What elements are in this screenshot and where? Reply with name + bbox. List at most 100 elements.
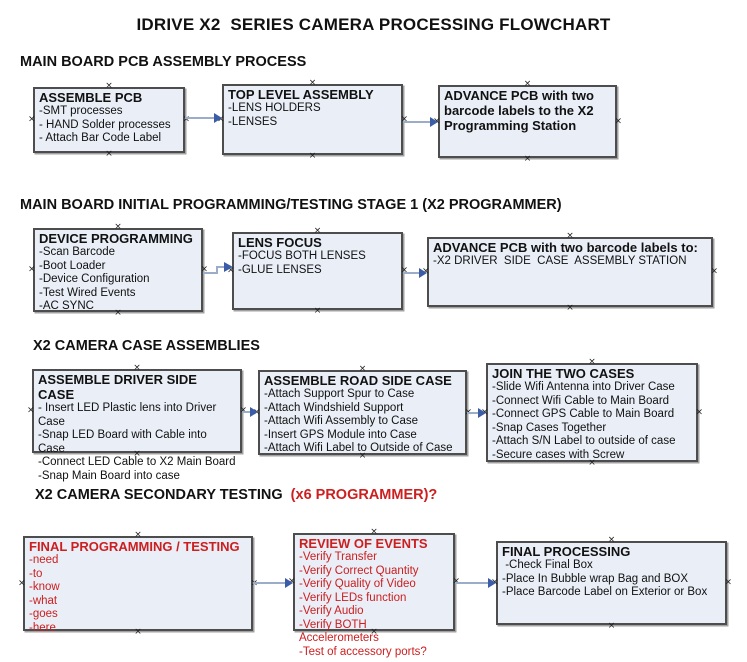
connection-anchor-icon: × xyxy=(28,264,36,275)
arrow-head-icon xyxy=(224,262,233,272)
box-item: -Insert GPS Module into Case xyxy=(264,428,417,441)
box-top-level-assembly: TOP LEVEL ASSEMBLY -LENS HOLDERS -LENSES… xyxy=(217,79,408,161)
section-heading-secondary-testing-black: X2 CAMERA SECONDARY TESTING xyxy=(35,487,291,503)
box-item: -Boot Loader xyxy=(39,259,106,272)
box-assemble-pcb: ASSEMBLE PCB -SMT processes - HAND Solde… xyxy=(28,82,190,159)
box-item: -Verify Transfer xyxy=(299,551,377,563)
box-item: -to xyxy=(29,567,43,580)
box-item: -goes xyxy=(29,608,58,620)
box-item: -Test of accessory ports? xyxy=(299,645,427,658)
box-item: -LENSES xyxy=(228,115,278,128)
box-item: -Verify Correct Quantity xyxy=(299,564,419,577)
box-item: -FOCUS BOTH LENSES xyxy=(238,250,366,262)
flow-arrow xyxy=(403,268,427,278)
box-title: FINAL PROGRAMMING / TESTING xyxy=(29,539,240,554)
box-item: -Attach Support Spur to Case xyxy=(264,388,415,400)
box-item: -need xyxy=(29,554,59,566)
arrow-shaft xyxy=(253,582,287,584)
section-heading-pcb-assembly: MAIN BOARD PCB ASSEMBLY PROCESS xyxy=(20,54,307,70)
box-item: -Scan Barcode xyxy=(39,246,116,258)
arrow-shaft xyxy=(403,272,421,274)
flow-arrow xyxy=(455,578,496,588)
box-item: -LENS HOLDERS xyxy=(228,102,321,114)
box-lens-focus: LENS FOCUS -FOCUS BOTH LENSES -GLUE LENS… xyxy=(227,227,408,316)
box-title: ASSEMBLE ROAD SIDE CASE xyxy=(264,373,452,388)
connection-anchor-icon: × xyxy=(105,149,113,159)
box-title: DEVICE PROGRAMMING xyxy=(39,231,193,246)
box-item: -Slide Wifi Antenna into Driver Case xyxy=(492,381,675,393)
arrow-head-icon xyxy=(285,578,293,588)
connection-anchor-icon: × xyxy=(607,621,616,631)
box-device-programming: DEVICE PROGRAMMING -Scan Barcode -Boot L… xyxy=(28,223,208,318)
box-item: -X2 DRIVER SIDE CASE ASSEMBLY STATION xyxy=(433,255,687,267)
box-title: JOIN THE TWO CASES xyxy=(492,366,635,381)
box-item: -Snap LED Board with Cable into Case xyxy=(38,429,210,455)
flow-arrow xyxy=(242,407,258,417)
box-item: -Connect GPS Cable to Main Board xyxy=(492,408,675,420)
box-title: ASSEMBLE PCB xyxy=(39,90,143,105)
box-item: -SMT processes xyxy=(39,105,123,117)
arrow-head-icon xyxy=(478,408,486,418)
box-item: -Device Configuration xyxy=(39,273,150,285)
box-item: -Connect Wifi Cable to Main Board xyxy=(492,394,670,407)
arrow-shaft xyxy=(242,411,252,413)
box-advance-pcb-driver-side-station: ADVANCE PCB with two barcode labels to: … xyxy=(422,232,718,313)
box-item: - Attach Bar Code Label xyxy=(39,132,162,144)
connection-anchor-icon: × xyxy=(308,151,317,161)
connection-anchor-icon: × xyxy=(710,266,718,277)
connection-anchor-icon: × xyxy=(724,577,732,588)
box-title: ADVANCE PCB with two barcode labels to t… xyxy=(444,88,598,133)
box-item: -Attach Windshield Support xyxy=(264,401,404,414)
box-title: TOP LEVEL ASSEMBLY xyxy=(228,87,374,102)
flow-arrow xyxy=(253,578,293,588)
box-review-of-events: REVIEW OF EVENTS -Verify Transfer -Verif… xyxy=(288,528,460,658)
box-item: -what xyxy=(29,594,58,607)
arrow-head-icon xyxy=(214,113,222,123)
box-item: -Place In Bubble wrap Bag and BOX xyxy=(502,572,689,585)
box-assemble-road-side-case: ASSEMBLE ROAD SIDE CASE -Attach Support … xyxy=(253,365,472,461)
box-item: -Verify LEDs function xyxy=(299,591,407,604)
box-item: -Verify BOTH Accelerometers xyxy=(299,618,379,645)
box-item: -AC SYNC xyxy=(39,300,94,312)
box-item: -Snap Main Board into case xyxy=(38,469,180,482)
page-title: IDRIVE X2 SERIES CAMERA PROCESSING FLOWC… xyxy=(136,15,611,34)
box-title: ASSEMBLE DRIVER SIDE CASE xyxy=(38,372,201,402)
connection-anchor-icon: × xyxy=(313,306,322,316)
box-assemble-driver-side-case: ASSEMBLE DRIVER SIDE CASE - Insert LED P… xyxy=(27,364,247,482)
section-heading-initial-programming: MAIN BOARD INITIAL PROGRAMMING/TESTING S… xyxy=(20,197,562,213)
box-item: -Verify Quality of Video xyxy=(299,578,416,590)
box-final-programming-testing: FINAL PROGRAMMING / TESTING -need -to -k… xyxy=(18,531,258,637)
flow-arrow xyxy=(467,408,486,418)
box-join-the-two-cases: JOIN THE TWO CASES -Slide Wifi Antenna i… xyxy=(481,358,703,468)
arrow-head-icon xyxy=(419,268,427,278)
box-item: - Insert LED Plastic lens into Driver Ca… xyxy=(38,402,220,428)
box-item: - HAND Solder processes xyxy=(39,118,171,131)
connection-anchor-icon: × xyxy=(18,578,26,588)
box-item: -Attach Wifi Assembly to Case xyxy=(264,415,419,427)
connection-anchor-icon: × xyxy=(695,407,703,417)
connection-anchor-icon: × xyxy=(27,405,35,416)
box-item: -Test Wired Events xyxy=(39,286,136,299)
arrow-head-icon xyxy=(250,407,258,417)
box-item: -Connect LED Cable to X2 Main Board xyxy=(38,456,236,468)
box-item: -Snap Cases Together xyxy=(492,421,607,434)
box-title: FINAL PROCESSING xyxy=(502,544,631,559)
flow-arrow xyxy=(185,113,222,123)
arrow-shaft xyxy=(455,582,490,584)
box-item: -Attach S/N Label to outside of case xyxy=(492,435,676,447)
section-heading-secondary-testing-red: (x6 PROGRAMMER)? xyxy=(290,487,438,503)
connection-anchor-icon: × xyxy=(566,303,574,313)
box-item: -know xyxy=(29,581,60,593)
box-item: -Attach Wifi Label to Outside of Case xyxy=(264,442,453,454)
box-item: -here xyxy=(29,621,56,634)
box-title: ADVANCE PCB with two barcode labels to: xyxy=(433,240,698,255)
box-item: -Secure cases with Screw xyxy=(492,448,625,461)
box-item: -Check Final Box xyxy=(502,559,593,571)
box-advance-pcb-programming-station: ADVANCE PCB with two barcode labels to t… xyxy=(433,80,622,164)
section-heading-secondary-testing: X2 CAMERA SECONDARY TESTING (x6 PROGRAMM… xyxy=(35,487,437,503)
arrow-shaft xyxy=(467,412,480,414)
flow-arrow-elbow xyxy=(203,262,233,274)
arrow-head-icon xyxy=(488,578,496,588)
arrow-shaft xyxy=(203,266,224,274)
